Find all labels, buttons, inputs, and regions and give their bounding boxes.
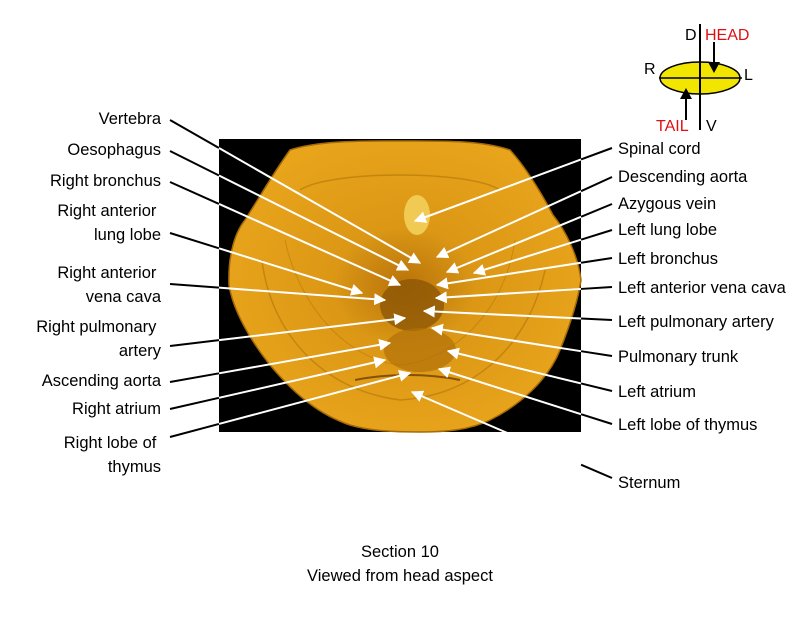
label-left-anterior-vena-cava: Left anterior vena cava — [618, 279, 787, 297]
label-left-pulmonary-artery: Left pulmonary artery — [618, 313, 775, 331]
leader-azygous-vein — [445, 203, 613, 274]
label-spinal-cord: Spinal cord — [618, 140, 701, 158]
label-azygous-vein: Azygous vein — [618, 195, 716, 213]
label-right-anterior-vena-cava: Right anterior vena cava — [57, 264, 161, 306]
label-right-bronchus: Right bronchus — [50, 172, 161, 190]
label-sternum: Sternum — [618, 474, 680, 492]
label-left-bronchus: Left bronchus — [618, 250, 718, 268]
leader-lines — [169, 119, 613, 479]
orientation-v: V — [706, 118, 717, 135]
leader-vertebra — [169, 119, 422, 264]
leader-pulmonary-trunk — [430, 323, 613, 357]
leader-left-anterior-vena-cava — [434, 286, 613, 304]
leader-right-lobe-of-thymus — [169, 369, 412, 438]
head-arrow-icon — [708, 62, 720, 73]
label-left-lobe-of-thymus: Left lobe of thymus — [618, 416, 757, 434]
left-labels: Vertebra Oesophagus Right bronchus Right… — [36, 110, 162, 476]
leader-left-pulmonary-artery — [422, 305, 613, 321]
leader-ascending-aorta — [169, 338, 392, 383]
label-right-atrium: Right atrium — [72, 400, 161, 418]
leader-right-anterior-lung-lobe — [169, 232, 364, 296]
label-left-lung-lobe: Left lung lobe — [618, 221, 717, 239]
label-right-lobe-of-thymus: Right lobe of thymus — [64, 434, 161, 476]
leader-left-lung-lobe — [472, 229, 613, 276]
orientation-d: D — [685, 27, 697, 44]
orientation-diagram: D HEAD R L TAIL V — [644, 24, 753, 135]
leader-sternum — [410, 390, 613, 479]
label-right-pulmonary-artery: Right pulmonary artery — [36, 318, 161, 360]
leader-right-bronchus — [169, 181, 402, 287]
label-oesophagus: Oesophagus — [67, 141, 161, 159]
leader-descending-aorta — [435, 176, 613, 258]
caption-view: Viewed from head aspect — [307, 567, 493, 585]
leader-oesophagus — [169, 150, 410, 271]
label-vertebra: Vertebra — [99, 110, 162, 128]
leader-left-lobe-of-thymus — [437, 366, 613, 425]
caption-section: Section 10 — [361, 543, 439, 561]
leader-left-bronchus — [435, 257, 613, 290]
label-right-anterior-lung-lobe: Right anterior lung lobe — [57, 202, 161, 244]
orientation-tail: TAIL — [656, 118, 689, 135]
orientation-r: R — [644, 61, 656, 78]
leader-right-atrium — [169, 356, 387, 410]
leader-left-atrium — [446, 347, 613, 392]
label-ascending-aorta: Ascending aorta — [42, 372, 162, 390]
right-labels: Spinal cord Descending aorta Azygous vei… — [618, 140, 787, 492]
leader-spinal-cord — [413, 147, 613, 223]
tail-arrow-icon — [680, 88, 692, 99]
label-pulmonary-trunk: Pulmonary trunk — [618, 348, 739, 366]
orientation-head: HEAD — [705, 27, 749, 44]
orientation-l: L — [744, 67, 753, 84]
label-left-atrium: Left atrium — [618, 383, 696, 401]
label-descending-aorta: Descending aorta — [618, 168, 748, 186]
leader-right-anterior-vena-cava — [169, 283, 387, 306]
leader-right-pulmonary-artery — [169, 313, 407, 347]
